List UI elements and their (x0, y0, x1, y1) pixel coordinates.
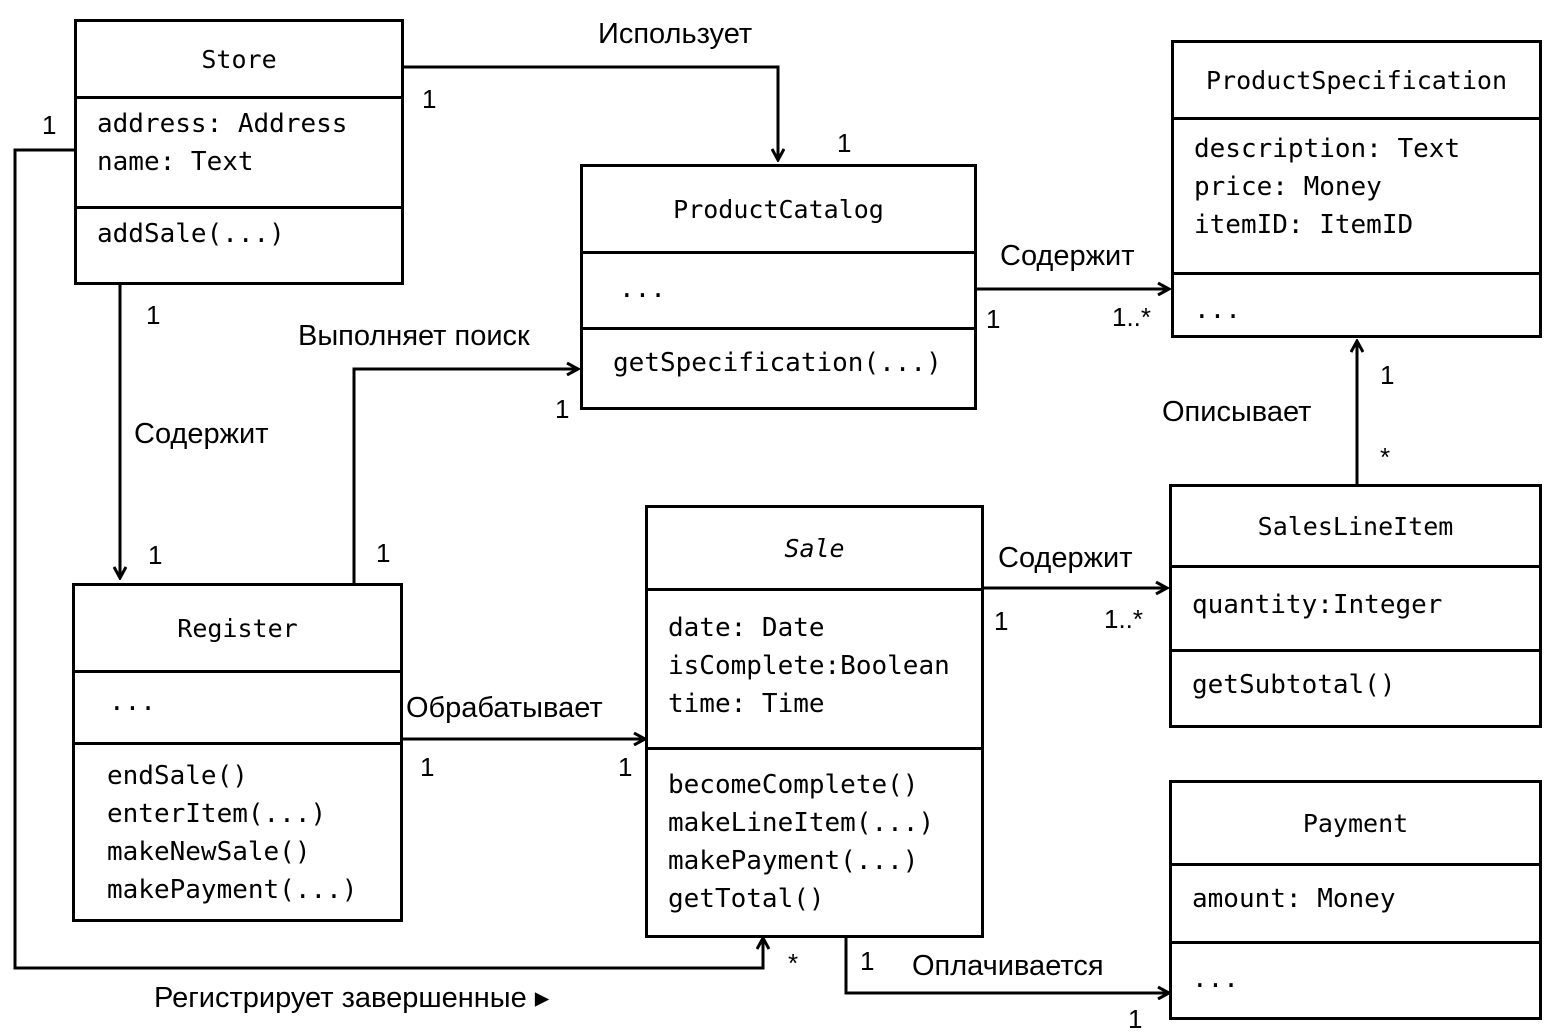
attribute: date: Date (668, 613, 825, 643)
looks-up-mult-source: 1 (376, 538, 391, 568)
attribute: quantity:Integer (1192, 590, 1443, 620)
operation: addSale(...) (97, 219, 285, 249)
captures-label: Обрабатывает (406, 692, 603, 724)
class-sales-line-item: SalesLineItem quantity:Integer getSubtot… (1169, 484, 1542, 728)
catalog-contains-label: Содержит (1000, 240, 1135, 272)
operation: getTotal() (668, 884, 825, 914)
operation: becomeComplete() (668, 770, 919, 800)
attributes-section: amount: Money (1172, 863, 1539, 941)
looks-up-mult-target: 1 (555, 394, 570, 424)
attributes-section: address: Address name: Text (77, 96, 401, 206)
describes-mult-target: 1 (1380, 360, 1395, 390)
operation: ... (1192, 964, 1239, 994)
store-contains-mult-target: 1 (148, 540, 163, 570)
class-name: SalesLineItem (1257, 511, 1454, 541)
operation: endSale() (107, 761, 248, 791)
uses-line (402, 65, 778, 160)
attribute: itemID: ItemID (1194, 210, 1414, 240)
attribute: ... (109, 687, 156, 717)
paid-by-mult-source: 1 (860, 946, 875, 976)
class-name: ProductCatalog (673, 194, 884, 224)
operations-section: ... (1172, 941, 1539, 1017)
operations-section: ... (1174, 272, 1539, 335)
attribute: isComplete:Boolean (668, 651, 950, 681)
attribute: description: Text (1194, 134, 1461, 164)
uses-label: Использует (598, 18, 753, 50)
logs-completed-line (13, 148, 763, 970)
paid-by-line (844, 936, 1169, 993)
sale-contains-mult-source: 1 (994, 606, 1009, 636)
sale-contains-mult-target: 1..* (1104, 604, 1144, 634)
operation: makeLineItem(...) (668, 808, 935, 838)
attribute: time: Time (668, 689, 825, 719)
attributes-section: quantity:Integer (1172, 565, 1539, 649)
store-contains-mult-source: 1 (146, 300, 161, 330)
attribute: name: Text (97, 147, 254, 177)
catalog-contains-mult-source: 1 (986, 304, 1001, 334)
operation: ... (1194, 295, 1241, 325)
sale-contains-label: Содержит (998, 542, 1133, 574)
paid-by-mult-target: 1 (1128, 1004, 1143, 1034)
operation: makePayment(...) (107, 875, 358, 905)
operation: makePayment(...) (668, 846, 919, 876)
looks-up-line (352, 369, 578, 585)
class-product-specification: ProductSpecification description: Text p… (1171, 40, 1542, 338)
attribute: amount: Money (1192, 884, 1396, 914)
uses-mult-source: 1 (422, 84, 437, 114)
attributes-section: description: Text price: Money itemID: I… (1174, 117, 1539, 272)
catalog-contains-mult-target: 1..* (1112, 302, 1152, 332)
describes-label: Описывает (1162, 396, 1312, 428)
captures-mult-target: 1 (618, 752, 633, 782)
attributes-section: ... (583, 251, 974, 327)
describes-mult-source: * (1380, 442, 1391, 472)
attributes-section: ... (75, 670, 400, 742)
class-name: Store (201, 44, 277, 74)
uses-mult-target: 1 (837, 128, 852, 158)
paid-by-label: Оплачивается (912, 950, 1104, 982)
class-name: ProductSpecification (1205, 65, 1508, 95)
operations-section: endSale() enterItem(...) makeNewSale() m… (75, 742, 400, 919)
store-contains-label: Содержит (134, 418, 269, 450)
class-sale: Sale date: Date isComplete:Boolean time:… (645, 505, 984, 938)
logs-completed-mult-source: 1 (42, 110, 57, 140)
class-name: Register (177, 613, 298, 643)
operations-section: getSpecification(...) (583, 327, 974, 407)
looks-up-label: Выполняет поиск (298, 320, 530, 352)
logs-completed-mult-target: * (788, 948, 799, 978)
logs-completed-label: Регистрирует завершенные ▸ (154, 982, 550, 1014)
operation: makeNewSale() (107, 837, 311, 867)
attribute: ... (619, 274, 666, 304)
class-register: Register ... endSale() enterItem(...) ma… (72, 583, 403, 922)
class-name: Sale (784, 533, 845, 563)
attribute: address: Address (97, 109, 348, 139)
operation: getSubtotal() (1192, 670, 1396, 700)
class-payment: Payment amount: Money ... (1169, 780, 1542, 1020)
class-store: Store address: Address name: Text addSal… (74, 19, 404, 285)
class-name: Payment (1302, 808, 1409, 838)
class-product-catalog: ProductCatalog ... getSpecification(...) (580, 164, 977, 410)
operation: enterItem(...) (107, 799, 327, 829)
operations-section: addSale(...) (77, 206, 401, 282)
attributes-section: date: Date isComplete:Boolean time: Time (648, 588, 981, 747)
attribute: price: Money (1194, 172, 1382, 202)
operations-section: becomeComplete() makeLineItem(...) makeP… (648, 747, 981, 935)
captures-mult-source: 1 (420, 752, 435, 782)
operation: getSpecification(...) (613, 348, 942, 378)
operations-section: getSubtotal() (1172, 649, 1539, 725)
